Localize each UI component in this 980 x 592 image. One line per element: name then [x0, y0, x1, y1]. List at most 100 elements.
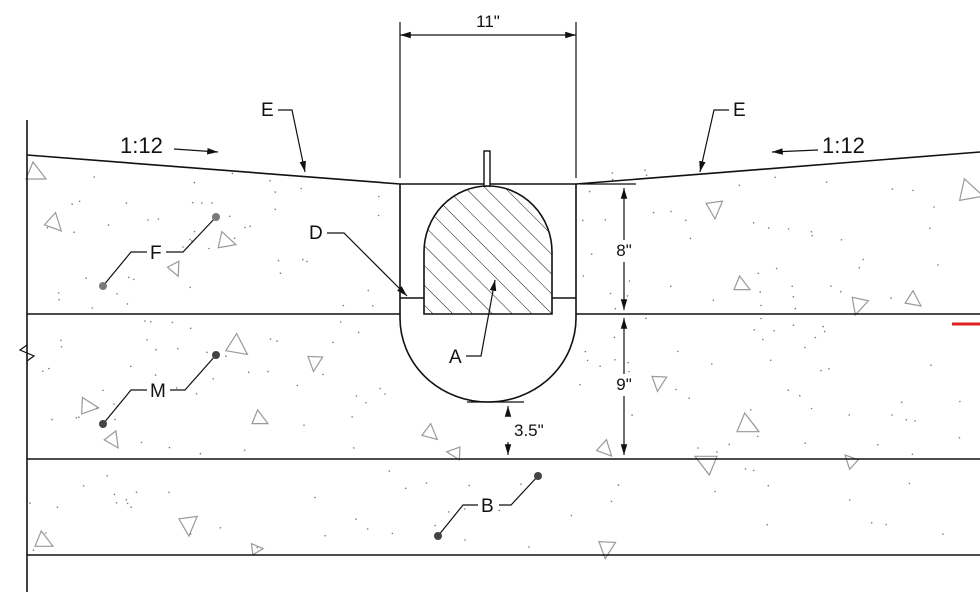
- aggregate-speck: [45, 532, 47, 534]
- aggregate-speck: [848, 414, 850, 416]
- aggregate-speck: [144, 320, 146, 322]
- aggregate-speck: [590, 253, 593, 255]
- aggregate-triangle: [177, 515, 199, 538]
- aggregate-speck: [372, 305, 374, 307]
- aggregate-speck: [82, 485, 85, 487]
- aggregate-speck: [352, 447, 355, 449]
- aggregate-speck: [78, 200, 81, 203]
- aggregate-speck: [862, 258, 864, 261]
- aggregate-speck: [384, 393, 386, 395]
- aggregate-speck: [73, 231, 75, 233]
- aggregate-speck: [51, 418, 53, 421]
- aggregate-speck: [877, 443, 879, 446]
- aggregate-triangle: [307, 355, 324, 373]
- aggregate-triangle: [904, 289, 922, 307]
- aggregate-speck: [249, 225, 251, 227]
- aggregate-speck: [626, 295, 629, 297]
- aggregate-speck: [760, 317, 762, 320]
- callouts: E E D A F M B: [99, 100, 746, 540]
- aggregate-triangle: [693, 455, 718, 477]
- aggregate-triangle: [844, 454, 860, 471]
- aggregate-speck: [113, 403, 115, 405]
- aggregate-speck: [269, 338, 272, 340]
- aggregate-speck: [355, 518, 357, 520]
- aggregate-speck: [225, 355, 227, 358]
- aggregate-speck: [208, 247, 210, 250]
- callout-d-label: D: [309, 223, 323, 244]
- slope-left-arrow: [173, 148, 219, 155]
- aggregate-speck: [75, 417, 78, 419]
- aggregate-speck: [464, 539, 466, 541]
- aggregate-speck: [520, 483, 522, 486]
- aggregate-speck: [774, 176, 776, 179]
- aggregate-speck: [102, 389, 104, 392]
- aggregate-speck: [155, 348, 157, 351]
- aggregate-speck: [822, 325, 824, 328]
- aggregate-speck: [614, 359, 616, 361]
- aggregate-speck: [189, 533, 192, 535]
- aggregate-speck: [579, 383, 581, 386]
- aggregate-speck: [332, 341, 334, 344]
- aggregate-speck: [958, 437, 961, 439]
- aggregate-speck: [792, 296, 795, 298]
- aggregate-speck: [206, 351, 208, 354]
- aggregate-speck: [810, 407, 813, 410]
- callout-m-dot-b: [212, 351, 220, 359]
- trench-section: [399, 150, 577, 403]
- aggregate-speck: [750, 409, 752, 411]
- dim-clearance-label: 3.5": [514, 421, 544, 440]
- aggregate-speck: [391, 532, 394, 535]
- aggregate-speck: [762, 338, 764, 341]
- aggregate-speck: [811, 234, 813, 237]
- aggregate-speck: [212, 378, 215, 380]
- aggregate-speck: [858, 266, 861, 269]
- aggregate-triangle: [958, 177, 980, 202]
- aggregate-speck: [767, 484, 770, 487]
- aggregate-speck: [775, 267, 778, 270]
- aggregate-speck: [787, 228, 790, 230]
- aggregate-triangle: [250, 542, 265, 556]
- aggregate-speck: [355, 395, 358, 397]
- aggregate-speck: [840, 290, 842, 293]
- layer-boundaries: [18, 120, 980, 592]
- aggregate-speck: [388, 470, 391, 472]
- aggregate-speck: [56, 506, 59, 509]
- aggregate-speck: [211, 202, 213, 204]
- aggregate-speck: [830, 285, 832, 287]
- aggregate-speck: [911, 453, 914, 456]
- aggregate-speck: [891, 414, 893, 416]
- callout-b-dot-b: [534, 472, 542, 480]
- aggregate-speck: [756, 435, 759, 438]
- aggregate-speck: [757, 272, 760, 275]
- aggregate-speck: [243, 449, 246, 452]
- aggregate-speck: [937, 264, 939, 266]
- aggregate-triangle: [598, 541, 617, 560]
- aggregate-speck: [614, 307, 617, 310]
- aggregate-speck: [766, 523, 768, 526]
- aggregate-triangle: [733, 274, 752, 291]
- callout-m-leader-a: [102, 389, 147, 425]
- aggregate-speck: [914, 420, 916, 422]
- aggregate-speck: [127, 276, 130, 279]
- callout-f-label: F: [150, 243, 162, 264]
- aggregate-speck: [828, 368, 830, 370]
- aggregate-speck: [168, 446, 171, 449]
- aggregate-speck: [930, 364, 932, 367]
- aggregate-speck: [107, 224, 110, 226]
- aggregate-speck: [908, 482, 911, 485]
- top-surface-right: [575, 151, 980, 185]
- callout-a-label: A: [449, 347, 462, 368]
- aggregate-speck: [768, 227, 770, 229]
- aggregate-speck: [351, 416, 353, 418]
- aggregate-speck: [787, 389, 790, 392]
- aggregate-speck: [752, 469, 755, 472]
- aggregate-speck: [279, 272, 282, 275]
- aggregate-speck: [219, 527, 222, 529]
- top-surface-left: [26, 154, 401, 185]
- aggregate-speck: [48, 367, 50, 370]
- aggregate-speck: [773, 330, 775, 332]
- aggregate-speck: [810, 231, 813, 233]
- dim-width-label: 11": [476, 12, 500, 31]
- slope-right-arrow: [771, 148, 819, 155]
